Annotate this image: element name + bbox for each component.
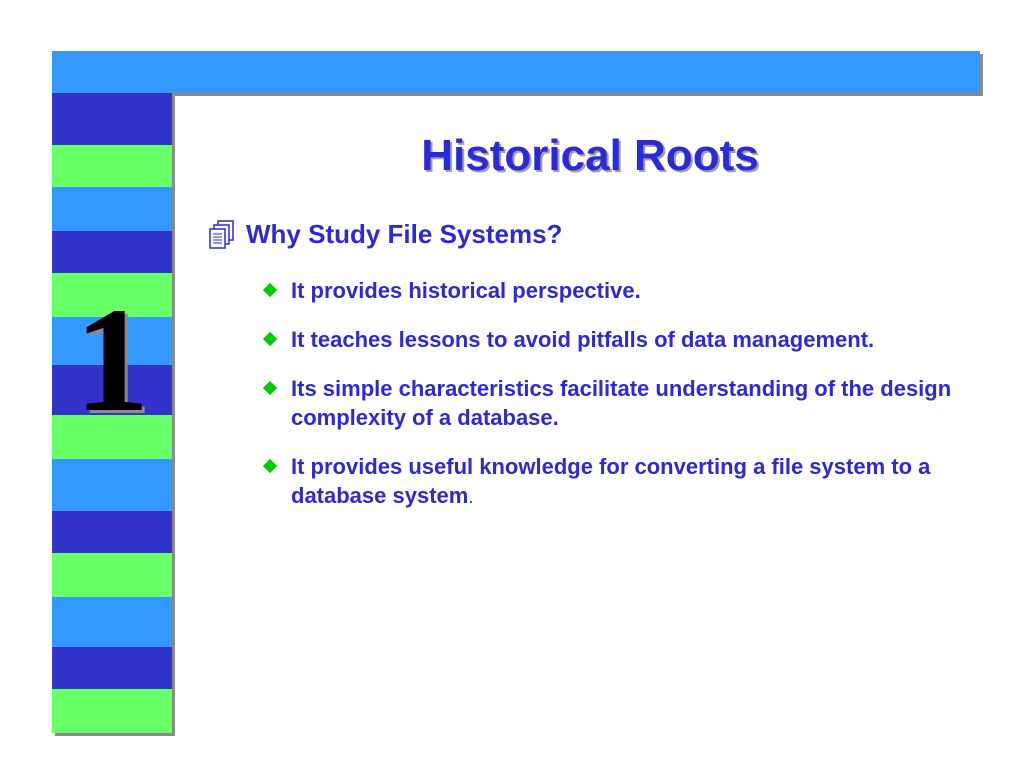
section-number: 1 [74, 277, 150, 443]
heading-bullet: Why Study File Systems? [208, 216, 562, 252]
left-striped-bar [52, 93, 172, 733]
stripe-light [52, 459, 172, 511]
list-item: Its simple characteristics facilitate un… [262, 374, 982, 432]
stripe-dark [52, 93, 172, 145]
bullet-text: It provides useful knowledge for convert… [291, 454, 931, 508]
list-item: It teaches lessons to avoid pitfalls of … [262, 325, 982, 354]
diamond-bullet-icon [262, 282, 278, 298]
slide-title: Historical Roots [421, 131, 759, 180]
top-color-bar [52, 51, 980, 93]
bullet-text-container: It provides useful knowledge for convert… [291, 452, 971, 512]
stripe-green [52, 689, 172, 733]
stripe-green [52, 145, 172, 187]
diamond-bullet-icon [262, 331, 278, 347]
stripe-dark [52, 511, 172, 553]
bullet-text: It provides historical perspective. [291, 278, 641, 303]
list-item: It provides useful knowledge for convert… [262, 452, 982, 512]
bullet-list: It provides historical perspective. It t… [262, 276, 982, 532]
stripe-dark [52, 231, 172, 273]
stripe-light [52, 187, 172, 231]
stripe-light [52, 597, 172, 647]
document-stack-icon [208, 219, 236, 249]
stripe-green [52, 415, 172, 459]
stripe-green [52, 273, 172, 317]
diamond-bullet-icon [262, 380, 278, 396]
diamond-bullet-icon [262, 458, 278, 474]
stripe-dark [52, 365, 172, 415]
bullet-text: Its simple characteristics facilitate un… [291, 376, 952, 430]
bullet-period: . [468, 487, 474, 507]
bullet-text: It teaches lessons to avoid pitfalls of … [291, 327, 875, 352]
heading-text: Why Study File Systems? [246, 219, 563, 249]
list-item: It provides historical perspective. [262, 276, 982, 305]
stripe-dark [52, 647, 172, 689]
stripe-light [52, 317, 172, 365]
stripe-green [52, 553, 172, 597]
